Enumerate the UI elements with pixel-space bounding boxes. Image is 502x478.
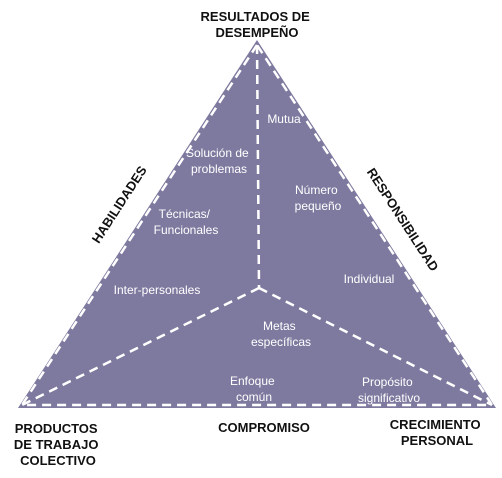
item-inter-personales: Inter-personales bbox=[114, 283, 201, 297]
corner-label-bottom-left: PRODUCTOS DE TRABAJO COLECTIVO bbox=[14, 421, 102, 468]
item-tecnicas-funcionales: Técnicas/ Funcionales bbox=[154, 207, 219, 237]
triangle-dashed-outline bbox=[19, 42, 495, 407]
item-numero-pequeno: Número pequeño bbox=[295, 183, 342, 213]
triangle-shape bbox=[18, 40, 496, 408]
side-label-compromiso: COMPROMISO bbox=[218, 420, 310, 435]
item-proposito-significativo: Propósito significativo bbox=[358, 375, 420, 405]
item-individual: Individual bbox=[344, 272, 395, 286]
divider-top bbox=[255, 44, 261, 289]
item-solucion-de-problemas: Solución de problemas bbox=[186, 146, 252, 176]
corner-label-top: RESULTADOS DE DESEMPEÑO bbox=[201, 9, 314, 40]
item-mutua: Mutua bbox=[267, 112, 301, 126]
divider-right bbox=[258, 286, 493, 407]
item-enfoque-comun: Enfoque común bbox=[230, 374, 278, 404]
corner-label-bottom-right: CRECIMIENTO PERSONAL bbox=[390, 417, 484, 448]
item-metas-especificas: Metas específicas bbox=[251, 319, 311, 349]
